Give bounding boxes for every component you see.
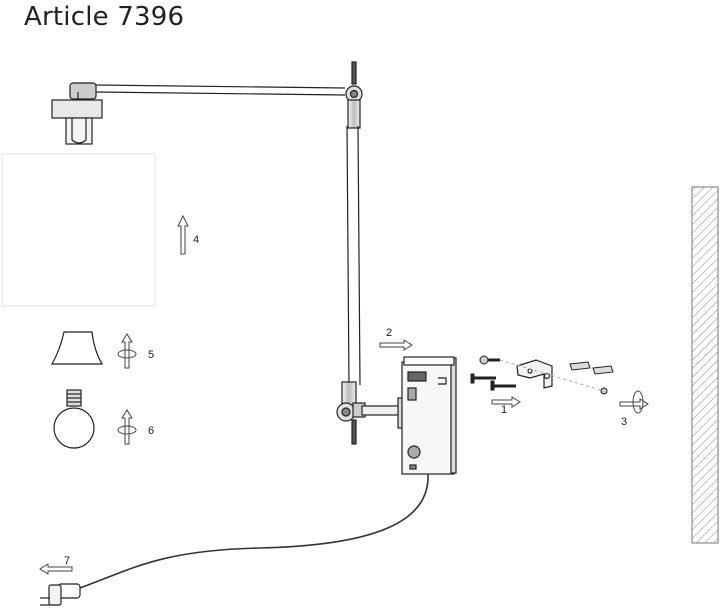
- step-label: 6: [148, 425, 154, 437]
- wall: [691, 186, 719, 544]
- arrow-right-icon: [379, 339, 413, 351]
- arrow-up-icon: [177, 214, 189, 255]
- power-cord: [79, 473, 429, 589]
- screw: [490, 380, 516, 391]
- rotate-arrow-icon: [619, 390, 649, 414]
- step-label: 1: [501, 404, 507, 416]
- lampshade-outline: [1, 153, 156, 307]
- shade-ring: [50, 331, 104, 365]
- wall-box: [401, 356, 457, 475]
- rotate-arrow-icon: [117, 333, 137, 369]
- horizontal-arm: [95, 84, 346, 96]
- plug: [40, 583, 81, 606]
- step-label: 2: [386, 327, 392, 339]
- step-label: 4: [193, 234, 199, 246]
- light-bulb: [53, 389, 95, 449]
- top-joint: [345, 61, 363, 129]
- lamp-head: [51, 82, 103, 145]
- step-label: 7: [64, 555, 70, 567]
- step-label: 5: [148, 349, 154, 361]
- screw: [470, 373, 496, 384]
- screw: [479, 355, 500, 365]
- step-label: 3: [621, 416, 627, 428]
- arrow-right-icon: [491, 396, 521, 408]
- page-title: Article 7396: [24, 2, 185, 32]
- vertical-arm: [346, 125, 361, 386]
- wall-plug: [569, 361, 614, 395]
- alignment-guide: [499, 359, 605, 392]
- rotate-arrow-icon: [117, 409, 137, 445]
- arrow-left-icon: [39, 563, 73, 575]
